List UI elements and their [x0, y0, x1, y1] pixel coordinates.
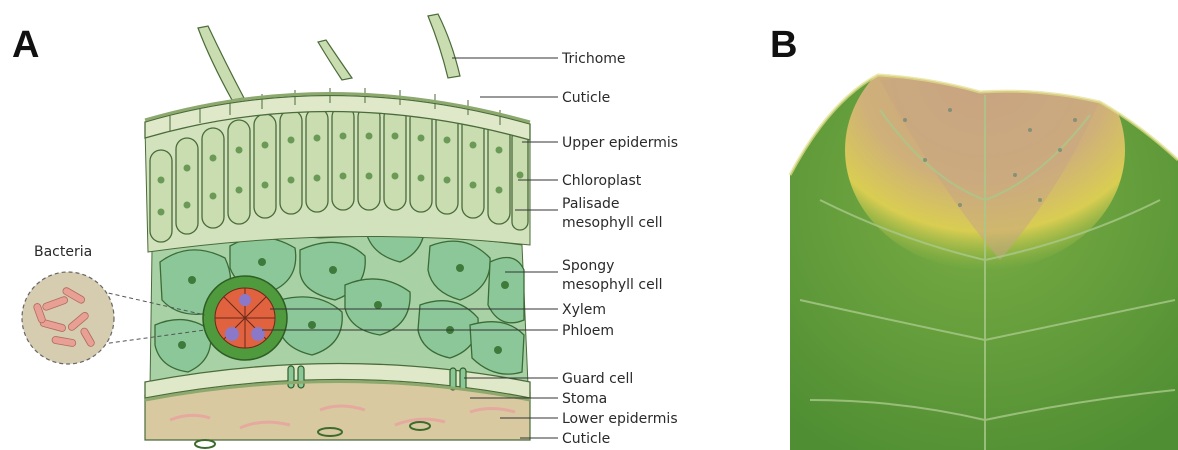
label-palisade-line1: Palisade — [562, 196, 620, 212]
label-cuticle-bottom: Cuticle — [562, 431, 610, 447]
label-xylem: Xylem — [562, 302, 606, 318]
label-palisade-line2: mesophyll cell — [562, 215, 662, 231]
label-upper-epidermis: Upper epidermis — [562, 135, 678, 151]
label-trichome: Trichome — [561, 51, 626, 67]
label-phloem: Phloem — [562, 323, 614, 339]
structure-labels: Trichome Cuticle Upper epidermis Chlorop… — [561, 51, 678, 447]
leaf-cross-section-diagram: Bacteria Trichome Cuticle Upper epidermi… — [22, 14, 678, 448]
bacteria-label: Bacteria — [34, 244, 92, 260]
vascular-bundle — [203, 276, 287, 360]
trichome-hair — [318, 40, 352, 80]
label-cuticle-top: Cuticle — [562, 90, 610, 106]
label-spongy-line1: Spongy — [562, 258, 614, 274]
trichome-hair — [428, 14, 460, 78]
label-chloroplast: Chloroplast — [562, 173, 642, 189]
label-spongy-line2: mesophyll cell — [562, 277, 662, 293]
label-stoma: Stoma — [562, 391, 607, 407]
trichome-hair — [198, 26, 244, 100]
label-lower-epidermis: Lower epidermis — [562, 411, 678, 427]
label-guard-cell: Guard cell — [562, 371, 633, 387]
infected-leaf-photo — [780, 30, 1178, 450]
